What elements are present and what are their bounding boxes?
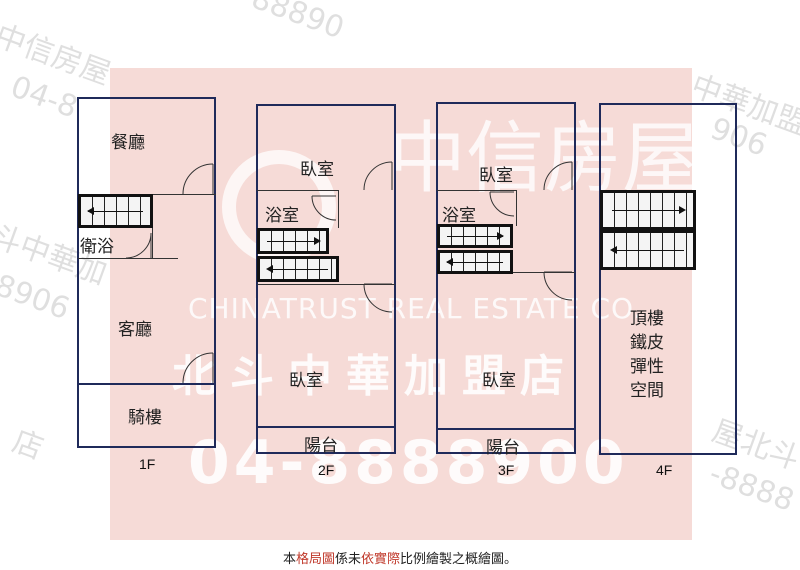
floor-3f-room-balcony: 陽台 (486, 438, 520, 458)
door-icon (543, 271, 573, 301)
floor-3f-stair-down (437, 250, 513, 274)
door-icon (543, 161, 573, 191)
floor-4f-stair-up (600, 190, 696, 230)
door-icon (182, 163, 214, 195)
floor-2f-room-bedroom-rear: 臥室 (289, 371, 323, 391)
floor-1f-label: 1F (139, 456, 156, 472)
door-icon (363, 161, 393, 191)
floor-3f-stair-up (437, 224, 513, 248)
floor-3f-label: 3F (498, 462, 515, 478)
door-icon (125, 232, 152, 259)
floor-3f-room-bedroom-front: 臥室 (479, 166, 513, 186)
disclaimer-part-3: 比例繪製之概繪圖。 (400, 552, 518, 567)
floor-1f-dining-wall (150, 194, 216, 195)
floor-3f-bath-top-wall (437, 190, 517, 191)
floor-2f-room-bedroom-front: 臥室 (300, 160, 334, 180)
door-icon (489, 191, 515, 217)
disclaimer-note: 本格局圖係未依實際比例繪製之概繪圖。 (0, 548, 800, 567)
disclaimer-highlight-1: 格局圖 (295, 552, 335, 567)
watermark-background (110, 68, 692, 540)
floor-1f-arcade-wall (77, 383, 216, 385)
floor-2f-stair-up (257, 228, 329, 254)
floor-3f-bath-side-wall (516, 190, 517, 226)
floor-2f-bath-top-wall (257, 190, 339, 191)
floor-2f-room-balcony: 陽台 (304, 436, 338, 456)
floor-1f-room-arcade: 騎樓 (128, 408, 162, 428)
floor-2f-label: 2F (318, 462, 335, 478)
floor-3f-room-bath: 浴室 (442, 206, 476, 226)
floor-1f-room-bath: 衛浴 (80, 237, 114, 257)
floor-1f-room-living: 客廳 (118, 320, 152, 340)
door-icon (182, 352, 214, 384)
floor-3f-room-bedroom-rear: 臥室 (482, 371, 516, 391)
watermark-brand-en: CHINATRUST REAL ESTATE CO. (188, 292, 643, 325)
floor-2f-room-bath: 浴室 (265, 206, 299, 226)
floor-3f-balcony-wall (436, 428, 576, 430)
floor-2f-stair-down (257, 256, 339, 282)
floor-4f-outline (599, 103, 737, 455)
floor-1f-outline (77, 97, 216, 448)
floor-4f-room-rooftop: 頂樓 鐵皮 彈性 空間 (630, 309, 664, 401)
floor-1f-stair (78, 194, 153, 228)
floor-3f-outline (436, 102, 576, 454)
floor-2f-balcony-wall (256, 426, 396, 428)
door-icon (363, 283, 393, 313)
disclaimer-part-1: 本 (282, 552, 296, 567)
disclaimer-part-2: 係未 (334, 552, 361, 567)
disclaimer-highlight-2: 依實際 (361, 552, 401, 567)
watermark-store: 北斗中華加盟店 (172, 351, 578, 402)
floor-1f-room-dining: 餐廳 (111, 133, 145, 153)
floor-2f-bedroom-wall (257, 284, 395, 285)
watermark-phone: 04-8888900 (188, 428, 629, 498)
floor-1f-bath-bottom-wall (78, 258, 178, 259)
floor-4f-stair-down (600, 230, 696, 270)
floor-2f-bath-side-wall (338, 190, 339, 228)
door-icon (311, 195, 337, 221)
floor-4f-label: 4F (656, 462, 673, 478)
